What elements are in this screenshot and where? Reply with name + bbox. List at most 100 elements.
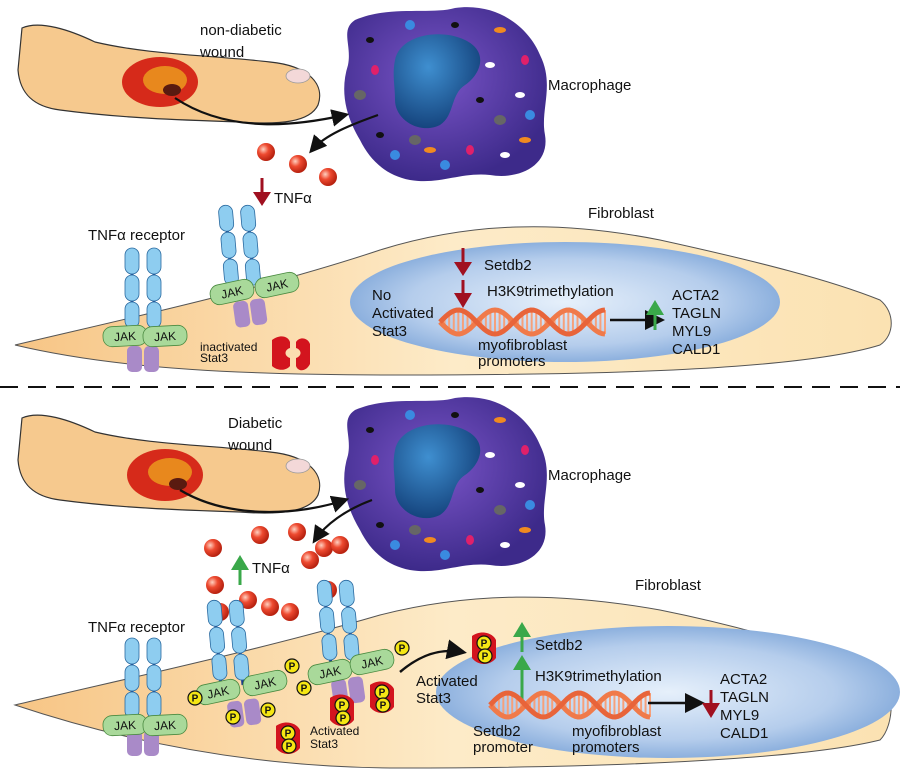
macrophage-granule bbox=[366, 427, 374, 433]
receptor-domain bbox=[146, 664, 162, 692]
macrophage-granule bbox=[451, 22, 459, 28]
no-activated-stat3-label: Stat3 bbox=[372, 323, 407, 340]
macrophage-secretion-arrow bbox=[309, 113, 379, 154]
phosphate-label: P bbox=[285, 729, 292, 740]
activated-stat3-nuclear-label: Stat3 bbox=[416, 690, 451, 707]
promoters-label: promoters bbox=[572, 739, 640, 756]
inactivated-stat3 bbox=[272, 336, 310, 371]
activated-stat3-label: Stat3 bbox=[310, 737, 338, 751]
jak-body bbox=[349, 648, 395, 676]
receptor-domain bbox=[146, 301, 162, 329]
gene-label: ACTA2 bbox=[720, 671, 767, 688]
fibroblast-label: Fibroblast bbox=[588, 205, 655, 222]
wound-label: wound bbox=[199, 44, 244, 61]
dna-icon bbox=[488, 690, 651, 720]
gene-label: TAGLN bbox=[672, 305, 721, 322]
wound-label: wound bbox=[227, 437, 272, 454]
macrophage-granule bbox=[466, 535, 474, 545]
tnf-molecule bbox=[261, 598, 279, 616]
phosphate-icon bbox=[284, 658, 300, 674]
wound-label: Diabetic bbox=[228, 415, 283, 432]
setdb2-promoter-label: promoter bbox=[473, 739, 533, 756]
jak-kinase: JAK bbox=[254, 271, 300, 299]
jak-body bbox=[142, 713, 188, 737]
phosphate-icon bbox=[225, 709, 241, 725]
intracellular-domain-right bbox=[347, 676, 366, 704]
tnf-molecule bbox=[289, 155, 307, 173]
intracellular-domain-right bbox=[249, 298, 268, 326]
setdb2-up-arrow-icon bbox=[513, 622, 531, 652]
promoters-label: promoters bbox=[478, 353, 546, 370]
macrophage-granule bbox=[371, 65, 379, 75]
dna-strand bbox=[438, 307, 606, 337]
receptor-chain bbox=[146, 637, 162, 719]
jak-kinase: JAK bbox=[142, 713, 188, 737]
macrophage-granule bbox=[376, 522, 384, 528]
macrophage-granule bbox=[354, 480, 366, 490]
macrophage-granules bbox=[354, 410, 535, 560]
setdb2-promoter-label: Setdb2 bbox=[473, 723, 521, 740]
receptor-domain bbox=[242, 231, 259, 259]
phosphate-icon bbox=[335, 710, 351, 726]
wound bbox=[122, 57, 198, 107]
phosphate-label: P bbox=[481, 639, 488, 650]
receptor-chain bbox=[218, 204, 239, 286]
tnf-molecule bbox=[239, 591, 257, 609]
macrophage-granules bbox=[354, 20, 535, 170]
gene-label: TAGLN bbox=[720, 689, 769, 706]
h3k9-up-arrow-icon bbox=[513, 655, 531, 700]
phosphate-label: P bbox=[380, 701, 387, 712]
phosphate-icon bbox=[260, 702, 276, 718]
receptor-chain bbox=[146, 247, 162, 330]
tnf-molecule bbox=[315, 539, 333, 557]
macrophage-granule bbox=[466, 145, 474, 155]
receptor-domain bbox=[146, 637, 162, 665]
receptor-chain bbox=[338, 579, 360, 666]
receptor-domain bbox=[231, 626, 248, 654]
activated-stat3-label: Activated bbox=[310, 724, 359, 738]
receptor-domain bbox=[124, 274, 140, 302]
jak-kinase: JAK bbox=[195, 678, 241, 706]
macrophage-granule bbox=[521, 55, 529, 65]
macrophage-granule bbox=[494, 115, 506, 125]
tnf-molecule bbox=[319, 168, 337, 186]
gene-label: CALD1 bbox=[672, 341, 720, 358]
intracellular-domain-right bbox=[243, 698, 262, 726]
jak-kinase: JAK bbox=[102, 324, 148, 348]
macrophage bbox=[344, 397, 547, 572]
receptor-domain bbox=[209, 626, 226, 654]
gene-label: ACTA2 bbox=[672, 287, 719, 304]
macrophage bbox=[344, 7, 547, 182]
macrophage-granule bbox=[366, 37, 374, 43]
intracellular-domain bbox=[127, 346, 159, 372]
dna-strand bbox=[438, 307, 606, 337]
macrophage-granule bbox=[494, 417, 506, 423]
jak-body bbox=[242, 669, 288, 697]
receptor-chain bbox=[206, 599, 228, 686]
top-panel: non-diabetic wound Macrophage TNFα Fibro… bbox=[14, 7, 892, 376]
macrophage-granule bbox=[354, 90, 366, 100]
receptor-domain bbox=[124, 664, 140, 692]
jak-label: JAK bbox=[154, 718, 177, 733]
jak-label: JAK bbox=[265, 276, 289, 294]
intracellular-domain-left bbox=[233, 300, 251, 328]
jak-label: JAK bbox=[114, 718, 137, 733]
macrophage-granule bbox=[515, 482, 525, 488]
macrophage-granule bbox=[519, 137, 531, 143]
macrophage-label: Macrophage bbox=[548, 77, 631, 94]
tnf-molecule bbox=[251, 526, 269, 544]
toenail bbox=[285, 458, 311, 474]
phosphate-label: P bbox=[339, 701, 346, 712]
macrophage-granule bbox=[405, 20, 415, 30]
jak-kinase: JAK bbox=[142, 324, 188, 348]
fibroblast-nucleus bbox=[436, 626, 900, 758]
receptor-domain bbox=[124, 247, 140, 275]
dna-strand bbox=[488, 690, 651, 720]
phosphate-label: P bbox=[289, 662, 296, 673]
jak-label: JAK bbox=[114, 329, 137, 344]
receptor-label: TNFα receptor bbox=[88, 619, 185, 636]
no-activated-stat3-label: Activated bbox=[372, 305, 434, 322]
jak-body bbox=[254, 271, 300, 299]
